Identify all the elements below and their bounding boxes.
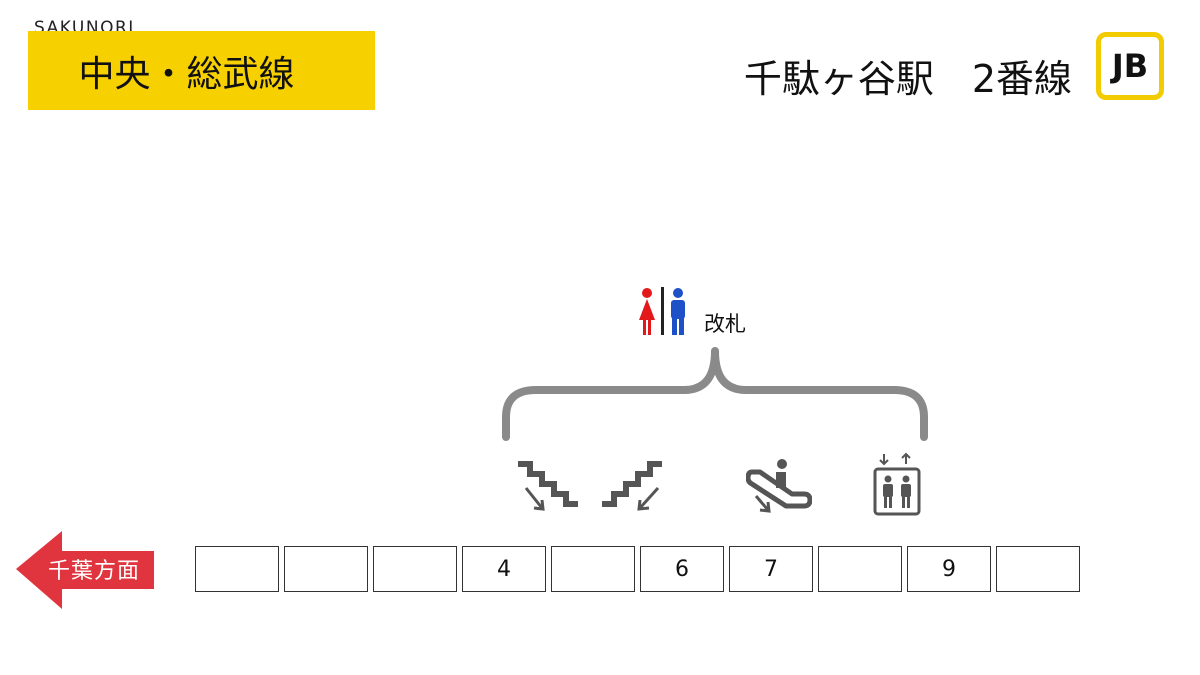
- line-name-banner: 中央・総武線: [28, 31, 375, 110]
- car-1: [195, 546, 279, 592]
- toilet-icon: [639, 287, 685, 335]
- car-7: 7: [729, 546, 813, 592]
- toilet-women-icon: [639, 288, 655, 335]
- train-cars: 4 6 7 9: [195, 546, 1085, 592]
- direction-arrow: [16, 531, 154, 609]
- ticket-gate-label: 改札: [704, 312, 746, 336]
- line-code-badge: JB: [1096, 32, 1164, 100]
- direction-label: 千葉方面: [47, 559, 140, 584]
- escalator-down-icon: [746, 459, 812, 513]
- car-5: [551, 546, 635, 592]
- station-title: 千駄ヶ谷駅 2番線: [743, 57, 1072, 101]
- elevator-icon: [873, 452, 921, 516]
- line-name: 中央・総武線: [78, 53, 295, 95]
- car-3: [373, 546, 457, 592]
- toilet-divider: [661, 287, 664, 335]
- car-4: 4: [462, 546, 546, 592]
- stairs-up-icon: [602, 461, 662, 511]
- car-8: [818, 546, 902, 592]
- toilet-men-icon: [671, 288, 685, 335]
- car-2: [284, 546, 368, 592]
- car-6: 6: [640, 546, 724, 592]
- stairs-down-icon: [518, 461, 578, 511]
- car-10: [996, 546, 1080, 592]
- car-9: 9: [907, 546, 991, 592]
- curly-bracket: [502, 347, 928, 441]
